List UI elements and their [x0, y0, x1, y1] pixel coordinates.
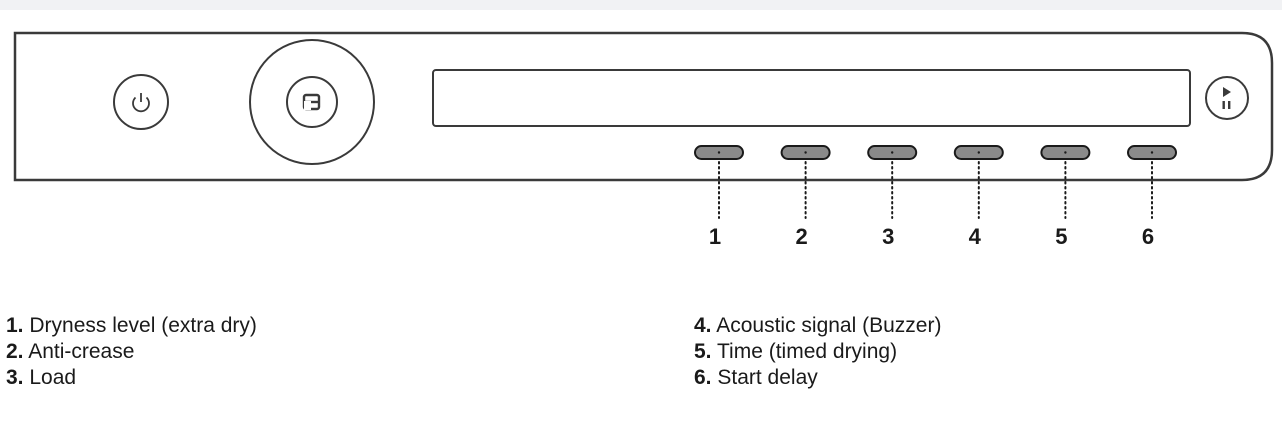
option-button-6[interactable] — [1127, 145, 1177, 160]
legend-label: Anti-crease — [28, 340, 135, 363]
power-icon — [132, 93, 150, 113]
legend-number: 2. — [6, 340, 24, 363]
option-button-2[interactable] — [780, 145, 831, 160]
option-button-5[interactable] — [1040, 145, 1091, 160]
start-pause-button[interactable] — [1205, 76, 1249, 120]
legend-label: Start delay — [717, 366, 818, 389]
callout-number-1: 1 — [709, 224, 721, 249]
program-dial-icon — [302, 93, 321, 111]
play-pause-icon — [1222, 87, 1231, 109]
option-buttons: 1 2 3 4 5 6 — [694, 145, 1177, 249]
legend-item: 6. Start delay — [694, 365, 941, 391]
option-button-4[interactable] — [953, 145, 1004, 160]
legend-right: 4. Acoustic signal (Buzzer) 5. Time (tim… — [694, 313, 941, 391]
display-window — [432, 69, 1191, 127]
legend-number: 4. — [694, 314, 712, 337]
callout-number-6: 6 — [1142, 224, 1154, 249]
callout-number-4: 4 — [969, 224, 982, 249]
legend-item: 5. Time (timed drying) — [694, 339, 941, 365]
legend-label: Load — [29, 366, 77, 389]
legend-number: 1. — [6, 314, 24, 337]
legend-label: Acoustic signal (Buzzer) — [716, 314, 942, 337]
callout-number-5: 5 — [1055, 224, 1067, 249]
callout-number-3: 3 — [882, 224, 894, 249]
legend-number: 6. — [694, 366, 712, 389]
legend-item: 3. Load — [6, 365, 257, 391]
option-button-1[interactable] — [694, 145, 744, 160]
legend-label: Dryness level (extra dry) — [29, 314, 257, 337]
legend-item: 2. Anti-crease — [6, 339, 257, 365]
option-button-3[interactable] — [867, 145, 918, 160]
legend-item: 1. Dryness level (extra dry) — [6, 313, 257, 339]
callout-number-2: 2 — [795, 224, 807, 249]
power-button[interactable] — [113, 74, 169, 130]
program-dial[interactable] — [249, 39, 375, 165]
legend-left: 1. Dryness level (extra dry) 2. Anti-cre… — [6, 313, 257, 391]
panel-top-strip — [0, 0, 1282, 10]
legend-number: 3. — [6, 366, 24, 389]
legend-label: Time (timed drying) — [716, 340, 898, 363]
legend-item: 4. Acoustic signal (Buzzer) — [694, 313, 941, 339]
control-panel-diagram: 1 2 3 4 5 6 — [0, 0, 1282, 249]
legend-number: 5. — [694, 340, 712, 363]
